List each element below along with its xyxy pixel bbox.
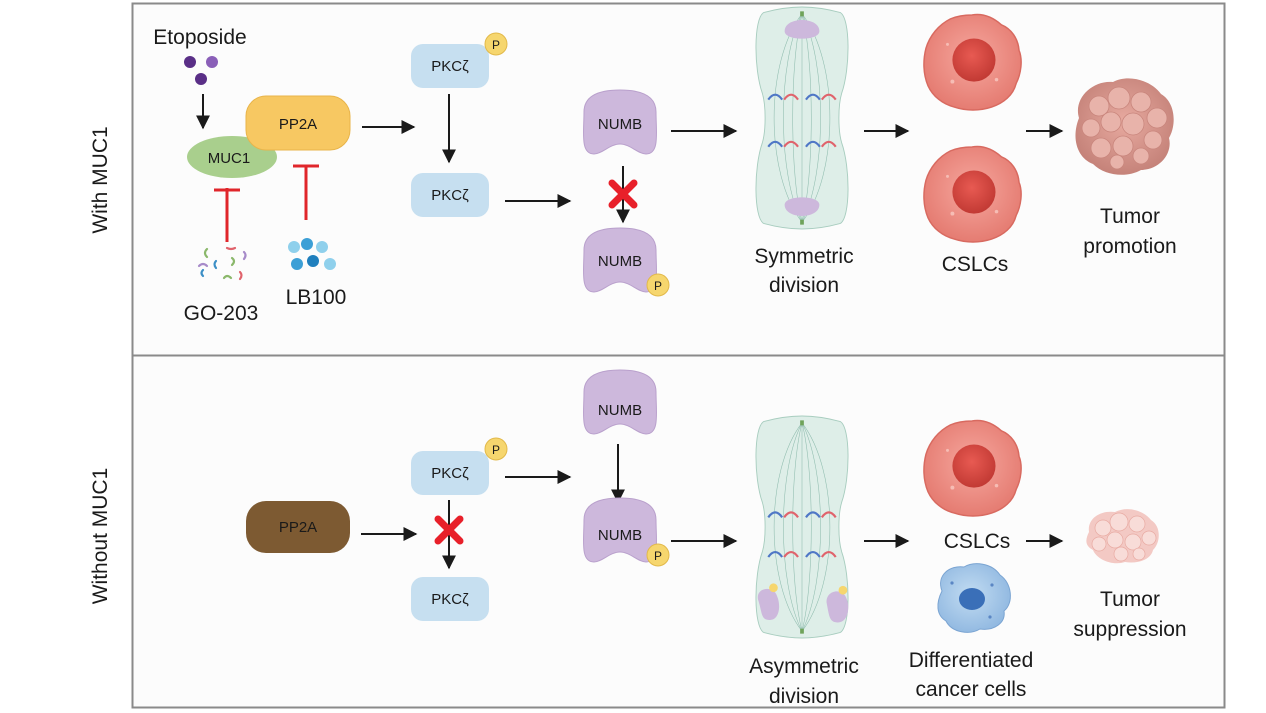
pkcz-phospho-protein (411, 44, 489, 88)
numb-p-label-top: NUMB (598, 253, 642, 270)
inhibit-tbar-icon (293, 164, 319, 220)
tumor-promotion-label-2: promotion (1083, 235, 1176, 258)
pkcz-phospho-protein (411, 451, 489, 495)
go203-peptides-icon (197, 246, 247, 281)
cancer-cell-icon (923, 145, 1022, 243)
phospho-badge (646, 273, 670, 297)
pp2a-inactive-protein (246, 501, 350, 553)
numb-label-top: NUMB (598, 116, 642, 133)
muc1-label: MUC1 (208, 150, 251, 167)
side-label-with-muc1: With MUC1 (89, 126, 112, 233)
differentiated-cells-label-2: cancer cells (916, 678, 1027, 701)
phospho-label: P (654, 549, 662, 563)
lb100-label: LB100 (286, 286, 347, 309)
pkcz-label-top: PKCζ (431, 187, 469, 204)
differentiated-cells-label-1: Differentiated (909, 649, 1034, 672)
asymmetric-division-label-1: Asymmetric (749, 655, 859, 678)
symmetric-division-label-2: division (769, 274, 839, 297)
mitotic-spindle-icon (755, 6, 849, 230)
panel-with-muc1: With MUC1 Etoposide MUC1 PP2A (89, 6, 1177, 325)
differentiated-cell-icon (937, 563, 1011, 633)
side-label-without-muc1: Without MUC1 (89, 468, 112, 605)
phospho-label: P (492, 38, 500, 52)
phospho-label: P (654, 279, 662, 293)
pkcz-p-label-bottom: PKCζ (431, 465, 469, 482)
red-x-block-icon (434, 515, 464, 545)
pp2a-label-top: PP2A (279, 116, 317, 133)
phospho-badge (484, 32, 508, 56)
cancer-cell-icon (923, 13, 1022, 111)
numb-label-bottom: NUMB (598, 402, 642, 419)
mitotic-spindle-icon (755, 415, 849, 639)
pkcz-protein (411, 173, 489, 217)
phospho-badge (484, 437, 508, 461)
phospho-label: P (492, 443, 500, 457)
pkcz-protein (411, 577, 489, 621)
symmetric-division-label-1: Symmetric (754, 245, 853, 268)
pkcz-p-label-top: PKCζ (431, 58, 469, 75)
cslc-label-bottom: CSLCs (944, 530, 1011, 553)
numb-p-label-bottom: NUMB (598, 527, 642, 544)
tumor-mass-icon (1086, 509, 1159, 564)
tumor-promotion-label-1: Tumor (1100, 205, 1160, 228)
panel-without-muc1: Without MUC1 PP2A PKCζ P PKCζ NUMB NUMB … (89, 369, 1187, 708)
lb100-molecules-icon (288, 238, 336, 270)
inhibit-tbar-icon (214, 188, 240, 242)
asymmetric-division-label-2: division (769, 685, 839, 708)
pp2a-active-protein (245, 95, 351, 151)
phospho-badge (646, 543, 670, 567)
red-x-block-icon (608, 179, 638, 209)
etoposide-label: Etoposide (153, 26, 246, 49)
tumor-suppression-label-1: Tumor (1100, 588, 1160, 611)
pkcz-label-bottom: PKCζ (431, 591, 469, 608)
etoposide-molecules-icon (184, 56, 218, 85)
go203-label: GO-203 (184, 302, 259, 325)
pp2a-label-bottom: PP2A (279, 519, 317, 536)
cancer-cell-icon (923, 419, 1022, 517)
cslc-label-top: CSLCs (942, 253, 1009, 276)
tumor-mass-icon (1075, 78, 1174, 175)
tumor-suppression-label-2: suppression (1073, 618, 1186, 641)
